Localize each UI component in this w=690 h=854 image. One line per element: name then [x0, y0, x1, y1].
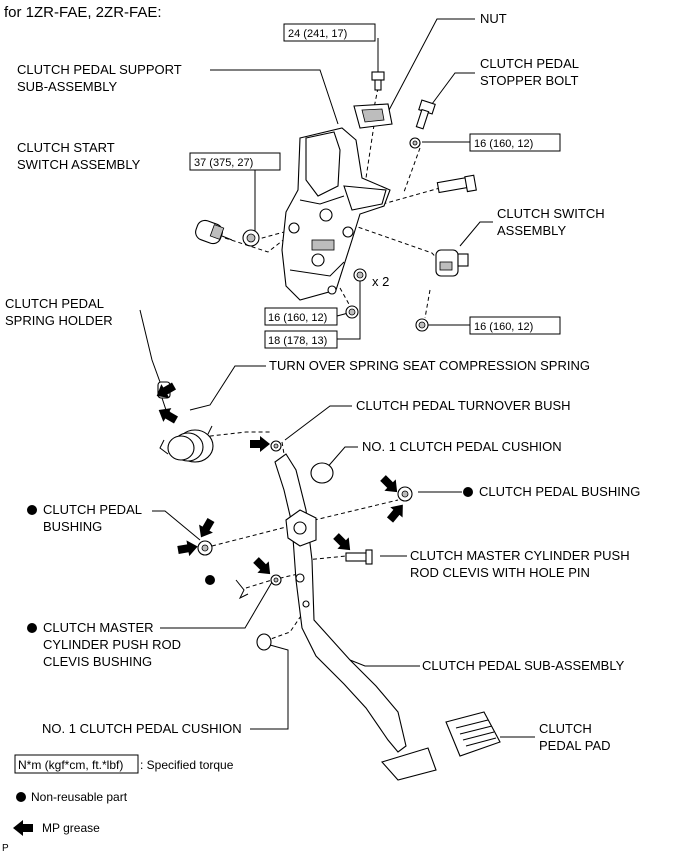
label-start-switch-line2: SWITCH ASSEMBLY [17, 157, 141, 172]
support-bolt-top [371, 71, 385, 91]
support-bolt-lower-part [345, 305, 359, 319]
label-clevis-pin-line2: ROD CLEVIS WITH HOLE PIN [410, 565, 590, 580]
stopper-bolt-part [415, 99, 436, 130]
label-nut: NUT [480, 11, 507, 26]
torque-value: 16 (160, 12) [268, 312, 327, 324]
clutch-pedal-support-part [281, 127, 391, 301]
legend-torque-box: N*m (kgf*cm, ft.*lbf) [18, 758, 123, 772]
page-title: for 1ZR-FAE, 2ZR-FAE: [4, 4, 162, 21]
label-clevis-pin-line1: CLUTCH MASTER CYLINDER PUSH [410, 548, 630, 563]
grease-arrow-icon [253, 557, 271, 575]
pedal-cushion-lower-part [256, 633, 272, 651]
torque-value: 18 (178, 13) [268, 335, 327, 347]
start-switch-nut-part [242, 229, 260, 247]
clutch-switch-part [435, 249, 469, 277]
label-spring-holder-line1: CLUTCH PEDAL [5, 296, 104, 311]
clutch-pedal-pad-part [445, 711, 501, 757]
label-stopper-line1: CLUTCH PEDAL [480, 56, 579, 71]
non-reusable-dot-icon [205, 575, 215, 585]
torque-box-switch-nut: 16 (160, 12) [469, 316, 561, 335]
label-cushion-upper: NO. 1 CLUTCH PEDAL CUSHION [362, 439, 562, 454]
clutch-start-switch-part [195, 219, 233, 245]
label-support-line2: SUB-ASSEMBLY [17, 79, 118, 94]
clevis-bushing-part [270, 574, 282, 586]
non-reusable-dot-icon [27, 623, 37, 633]
label-pad-line2: PEDAL PAD [539, 738, 611, 753]
grease-arrows [156, 382, 403, 575]
turnover-bush-part [270, 440, 282, 452]
leader-lines [139, 18, 535, 738]
non-reusable-dot-icon [16, 792, 26, 802]
pedal-bushing-right-part [397, 486, 413, 502]
grease-arrow-icon [333, 533, 351, 551]
torque-box-nut: 24 (241, 17) [283, 23, 376, 42]
label-clevis-bushing-line3: CLEVIS BUSHING [43, 654, 152, 669]
torque-value: 16 (160, 12) [474, 321, 533, 333]
switch-nut-part [415, 318, 429, 332]
torque-value: 37 (375, 27) [194, 157, 253, 169]
non-reusable-dot-icon [27, 505, 37, 515]
label-clutch-switch-line2: ASSEMBLY [497, 223, 566, 238]
grease-arrow-icon [199, 518, 215, 538]
clutch-pedal-arm-part [274, 453, 437, 781]
legend: N*m (kgf*cm, ft.*lbf) : Specified torque… [13, 754, 234, 836]
quantity-label: x 2 [372, 274, 389, 289]
footer-code: P [2, 843, 9, 854]
non-reusable-markers [27, 487, 473, 633]
grease-arrow-icon [177, 540, 198, 557]
legend-grease: MP grease [42, 821, 100, 835]
label-bushing-left-line1: CLUTCH PEDAL [43, 502, 142, 517]
legend-torque-text: : Specified torque [140, 758, 234, 772]
label-start-switch-line1: CLUTCH START [17, 140, 115, 155]
grease-arrow-icon [380, 475, 398, 493]
label-clevis-bushing-line1: CLUTCH MASTER [43, 620, 154, 635]
label-bushing-left-line2: BUSHING [43, 519, 102, 534]
turnover-spring-part [159, 425, 214, 463]
support-nut-part [353, 268, 367, 282]
label-spring-holder-line2: SPRING HOLDER [5, 313, 113, 328]
label-pedal-sub: CLUTCH PEDAL SUB-ASSEMBLY [422, 658, 625, 673]
grease-arrow-icon [13, 820, 33, 836]
torque-box-stopper-nut: 16 (160, 12) [469, 133, 561, 152]
pedal-cushion-upper-part [310, 462, 334, 484]
label-bushing-right: CLUTCH PEDAL BUSHING [479, 484, 640, 499]
stopper-nut-part [409, 137, 421, 149]
label-clutch-switch-line1: CLUTCH SWITCH [497, 206, 605, 221]
label-support-line1: CLUTCH PEDAL SUPPORT [17, 62, 182, 77]
torque-box-support-bolt: 18 (178, 13) [264, 330, 338, 349]
label-clevis-bushing-line2: CYLINDER PUSH ROD [43, 637, 181, 652]
label-turnover-bush: CLUTCH PEDAL TURNOVER BUSH [356, 398, 571, 413]
label-turnover-spring: TURN OVER SPRING SEAT COMPRESSION SPRING [269, 358, 590, 373]
label-pad-line1: CLUTCH [539, 721, 592, 736]
torque-value: 16 (160, 12) [474, 138, 533, 150]
label-cushion-lower: NO. 1 CLUTCH PEDAL CUSHION [42, 721, 242, 736]
clevis-pin-part [345, 549, 373, 565]
torque-box-start-switch: 37 (375, 27) [189, 152, 281, 171]
non-reusable-dot-icon [463, 487, 473, 497]
legend-non-reusable: Non-reusable part [31, 790, 128, 804]
nut-part [353, 103, 393, 129]
grease-arrow-icon [156, 382, 176, 398]
torque-box-support-nut: 16 (160, 12) [264, 307, 338, 326]
grease-arrow-icon [158, 408, 178, 424]
pivot-bolt-part [436, 174, 477, 194]
clip-part [235, 579, 249, 600]
torque-value: 24 (241, 17) [288, 28, 347, 40]
pedal-bushing-left-part [197, 540, 213, 556]
label-stopper-line2: STOPPER BOLT [480, 73, 579, 88]
grease-arrow-icon [386, 504, 403, 523]
grease-arrow-icon [250, 436, 270, 452]
